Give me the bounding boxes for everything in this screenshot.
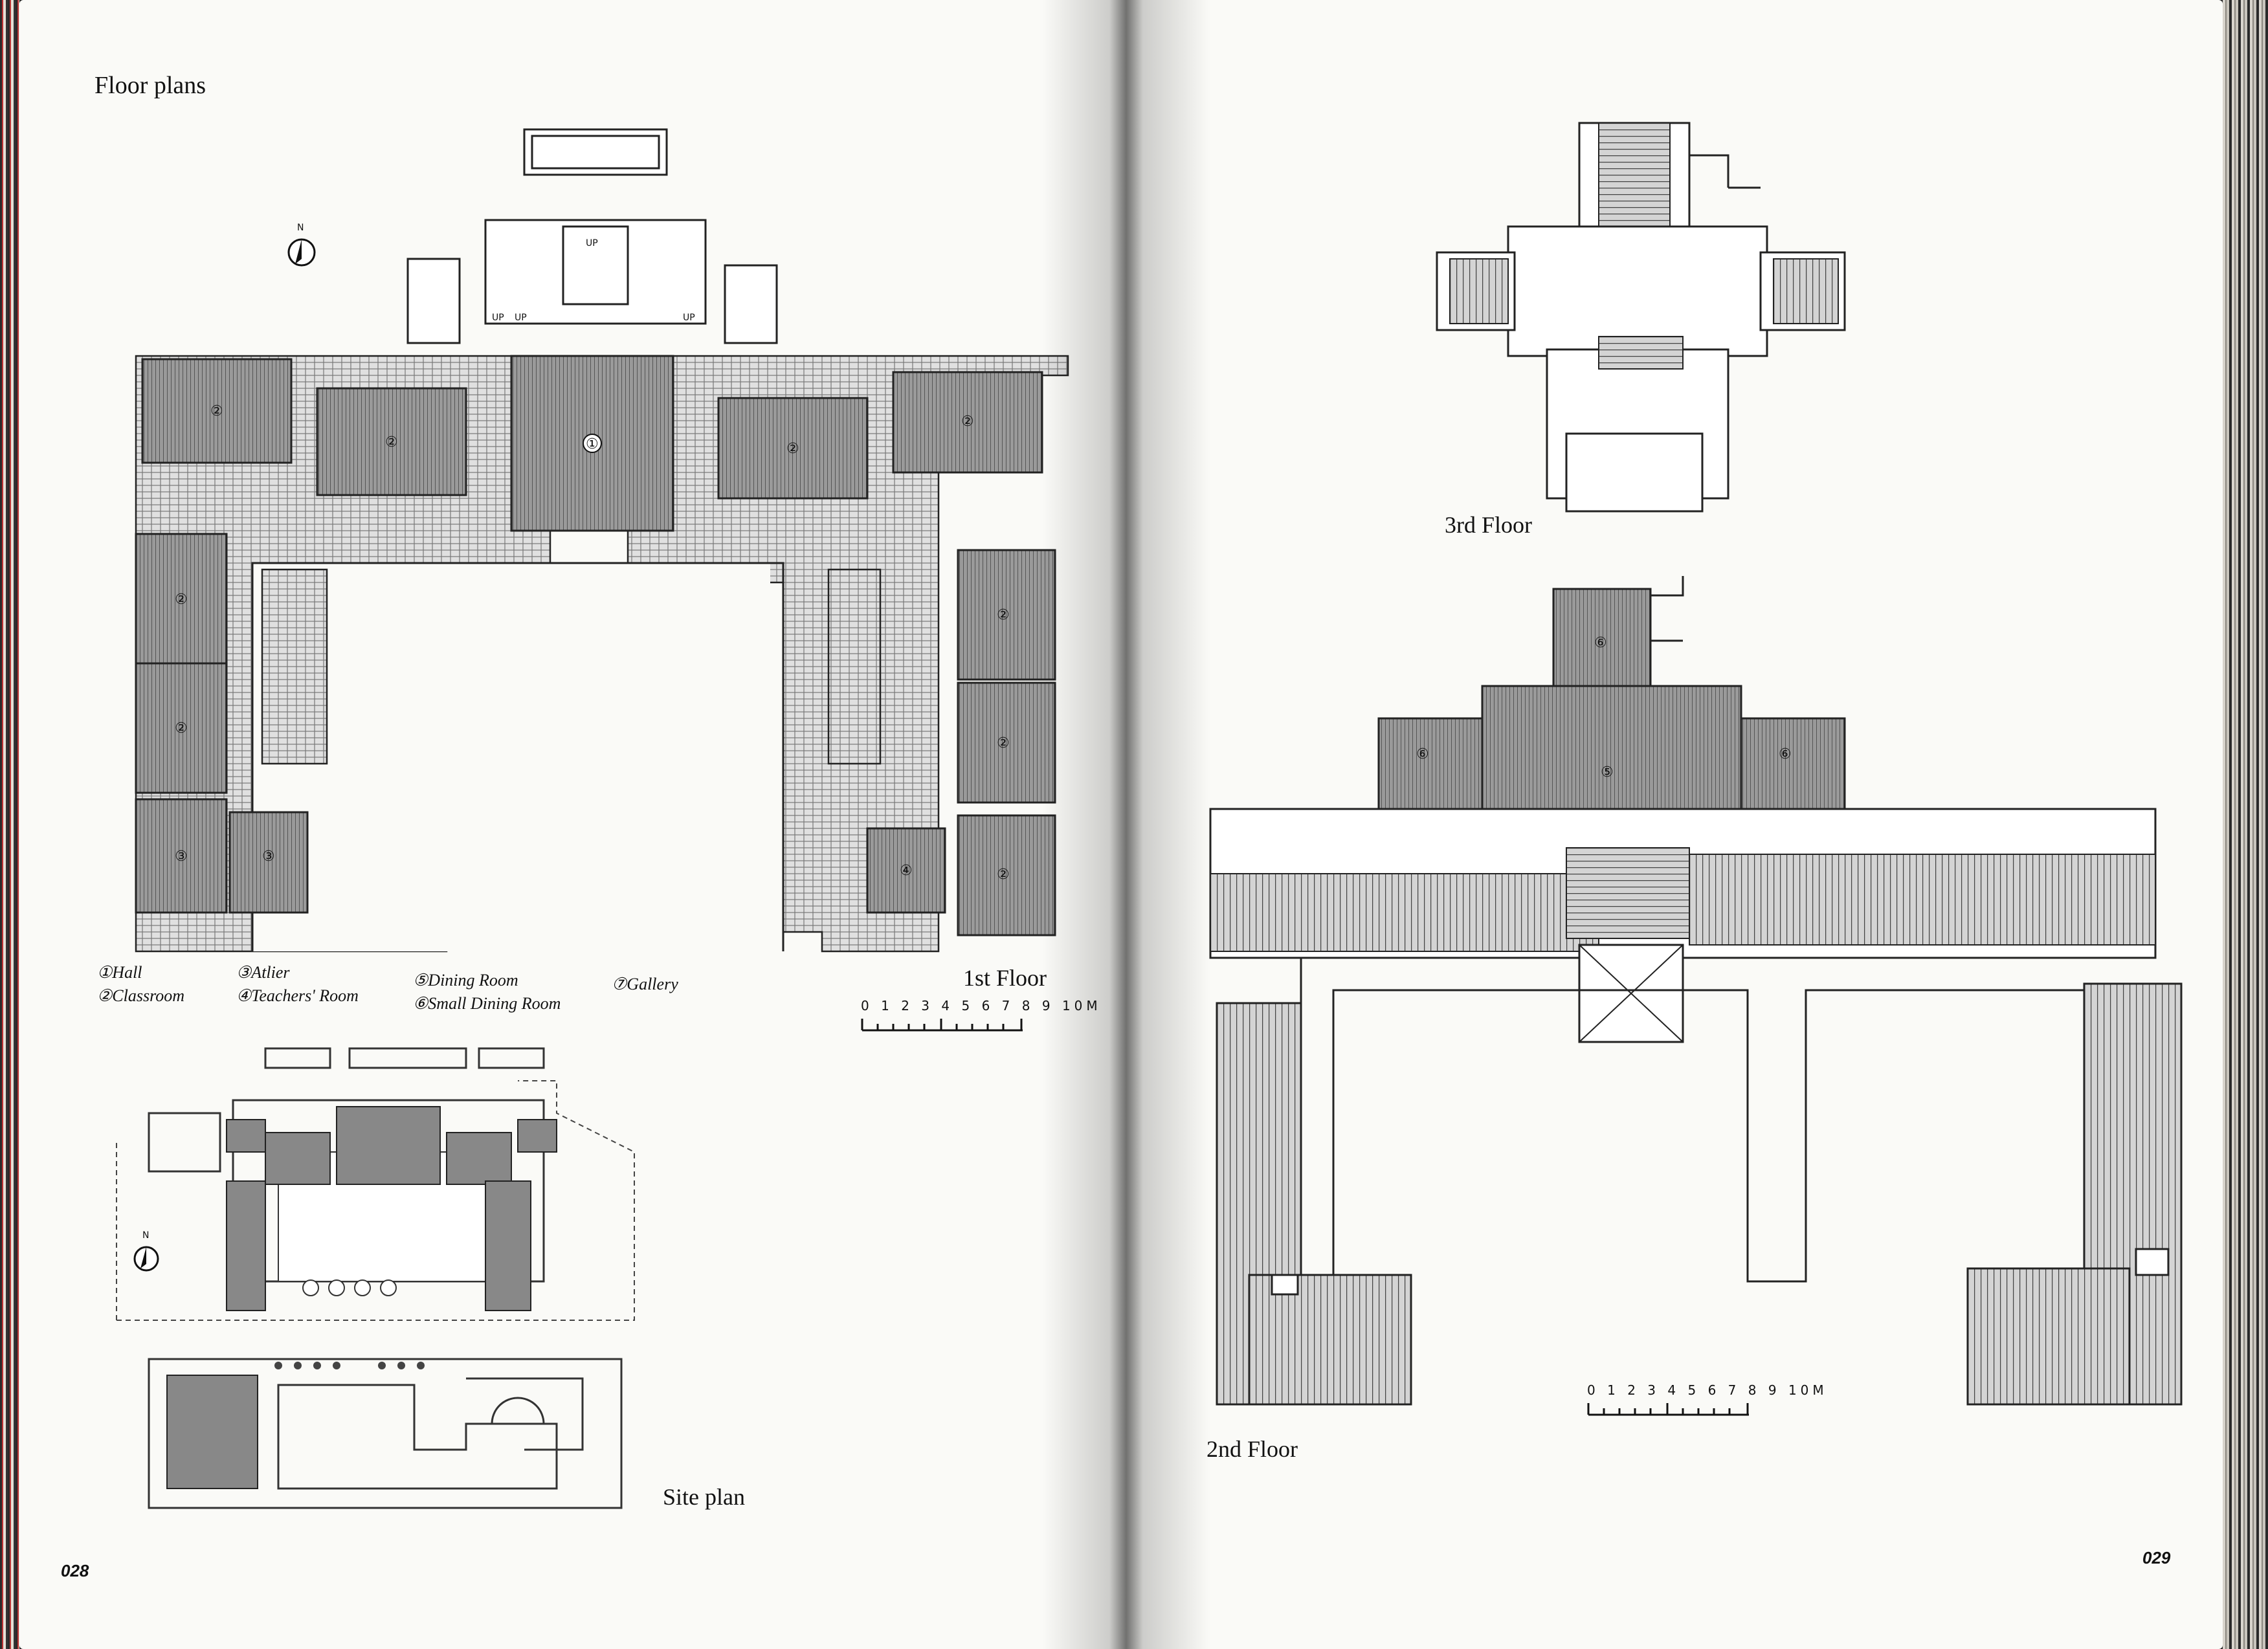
classroom-room	[316, 387, 467, 496]
site-plan-label: Site plan	[663, 1484, 745, 1510]
scale-tick-label: 5	[961, 998, 974, 1013]
page-heading: Floor plans	[94, 72, 206, 99]
first-floor-label: 1st Floor	[963, 965, 1047, 991]
stair-label: UP	[515, 313, 527, 323]
north-label: N	[142, 1230, 149, 1241]
small-dining-room	[1740, 717, 1846, 810]
room-number-classroom: ②	[961, 414, 974, 430]
page-number-left: 028	[61, 1561, 89, 1580]
scale-tick-label: 4	[941, 998, 954, 1013]
room-number-classroom: ②	[210, 403, 223, 419]
page-number-right: 029	[2142, 1548, 2171, 1567]
left-page: Floor plans	[19, 0, 1120, 1649]
legend-item: ⑥Small Dining Room	[413, 994, 561, 1013]
scale-tick-label: 7	[1001, 998, 1014, 1013]
room-number-classroom: ②	[385, 434, 398, 450]
scale-tick-label: 1	[1607, 1382, 1619, 1398]
book-edge-left	[0, 0, 19, 1649]
scale-end-label: 10M	[1788, 1382, 1828, 1398]
room-number-classroom: ②	[175, 720, 188, 736]
scale-tick-label: 8	[1748, 1382, 1761, 1398]
scale-tick-label: 9	[1768, 1382, 1781, 1398]
scale-tick-label: 2	[901, 998, 913, 1013]
first-floor-plan: N UP UP UP UP ① ② ② ② ② ②	[135, 128, 1069, 953]
scale-tick-label: 7	[1728, 1382, 1740, 1398]
room-number-small-dining: ⑥	[1779, 746, 1792, 762]
right-page: 3rd Floor ⑥ ⑤ ⑥ ⑥ 0	[1120, 0, 2223, 1649]
scale-tick-label: 0	[861, 998, 873, 1013]
scale-tick-label: 3	[1647, 1382, 1660, 1398]
room-number-classroom: ②	[997, 735, 1010, 751]
classroom-room	[135, 533, 228, 665]
classroom-room	[141, 358, 293, 464]
legend-item: ③Atlier	[236, 963, 290, 982]
stair-label: UP	[586, 238, 598, 249]
scale-tick-label: 1	[881, 998, 893, 1013]
small-dining-room	[1377, 717, 1484, 810]
room-number-teachers: ④	[900, 863, 913, 879]
classroom-room	[135, 662, 228, 794]
stair-label: UP	[492, 313, 504, 323]
room-legend: ①Hall ②Classroom ③Atlier ④Teachers' Room…	[97, 963, 744, 1021]
scale-bar: 0 1 2 3 4 5 6 7 8 9 10M	[1587, 1382, 1824, 1421]
room-number-dining: ⑤	[1601, 764, 1614, 780]
room-number-small-dining: ⑥	[1594, 635, 1607, 651]
second-floor-label: 2nd Floor	[1206, 1436, 1298, 1462]
room-number-classroom: ②	[175, 592, 188, 608]
room-number-atelier: ③	[262, 848, 275, 865]
legend-item: ②Classroom	[97, 986, 185, 1005]
scale-tick-label: 2	[1627, 1382, 1640, 1398]
third-floor-plan	[1436, 122, 1846, 513]
scale-tick-label: 3	[921, 998, 934, 1013]
room-number-atelier: ③	[175, 848, 188, 865]
scale-tick-label: 8	[1021, 998, 1034, 1013]
scale-tick-label: 4	[1667, 1382, 1680, 1398]
scale-tick-label: 6	[1707, 1382, 1720, 1398]
atelier-room	[135, 798, 228, 914]
scale-tick-label: 0	[1587, 1382, 1599, 1398]
scale-bar: 0 1 2 3 4 5 6 7 8 9 10M	[861, 998, 1098, 1037]
book-edge-right	[2223, 0, 2268, 1649]
north-label: N	[297, 223, 304, 233]
classroom-room	[957, 681, 1056, 804]
site-plan: N	[116, 1047, 635, 1509]
scale-tick-label: 6	[981, 998, 994, 1013]
classroom-room	[957, 814, 1056, 936]
second-floor-plan: ⑥ ⑤ ⑥ ⑥	[1209, 576, 2183, 1406]
room-number-classroom: ②	[786, 441, 799, 457]
third-floor-label: 3rd Floor	[1445, 512, 1532, 538]
legend-item: ④Teachers' Room	[236, 986, 359, 1005]
room-number-small-dining: ⑥	[1416, 746, 1429, 762]
north-arrow-icon: N	[133, 1230, 159, 1272]
room-number-classroom: ②	[997, 867, 1010, 883]
classroom-room	[717, 397, 869, 500]
legend-item: ⑤Dining Room	[413, 971, 518, 990]
legend-item: ⑦Gallery	[612, 975, 678, 993]
scale-tick-label: 5	[1687, 1382, 1700, 1398]
classroom-room	[892, 371, 1043, 474]
room-number-classroom: ②	[997, 607, 1010, 623]
stair-label: UP	[683, 313, 695, 323]
atelier-room	[228, 811, 309, 914]
scale-tick-label: 9	[1041, 998, 1054, 1013]
teachers-room	[866, 827, 946, 914]
scale-end-label: 10M	[1062, 998, 1102, 1013]
north-arrow-icon: N	[287, 223, 316, 267]
legend-item: ①Hall	[97, 963, 142, 982]
room-number-hall: ①	[586, 436, 599, 452]
